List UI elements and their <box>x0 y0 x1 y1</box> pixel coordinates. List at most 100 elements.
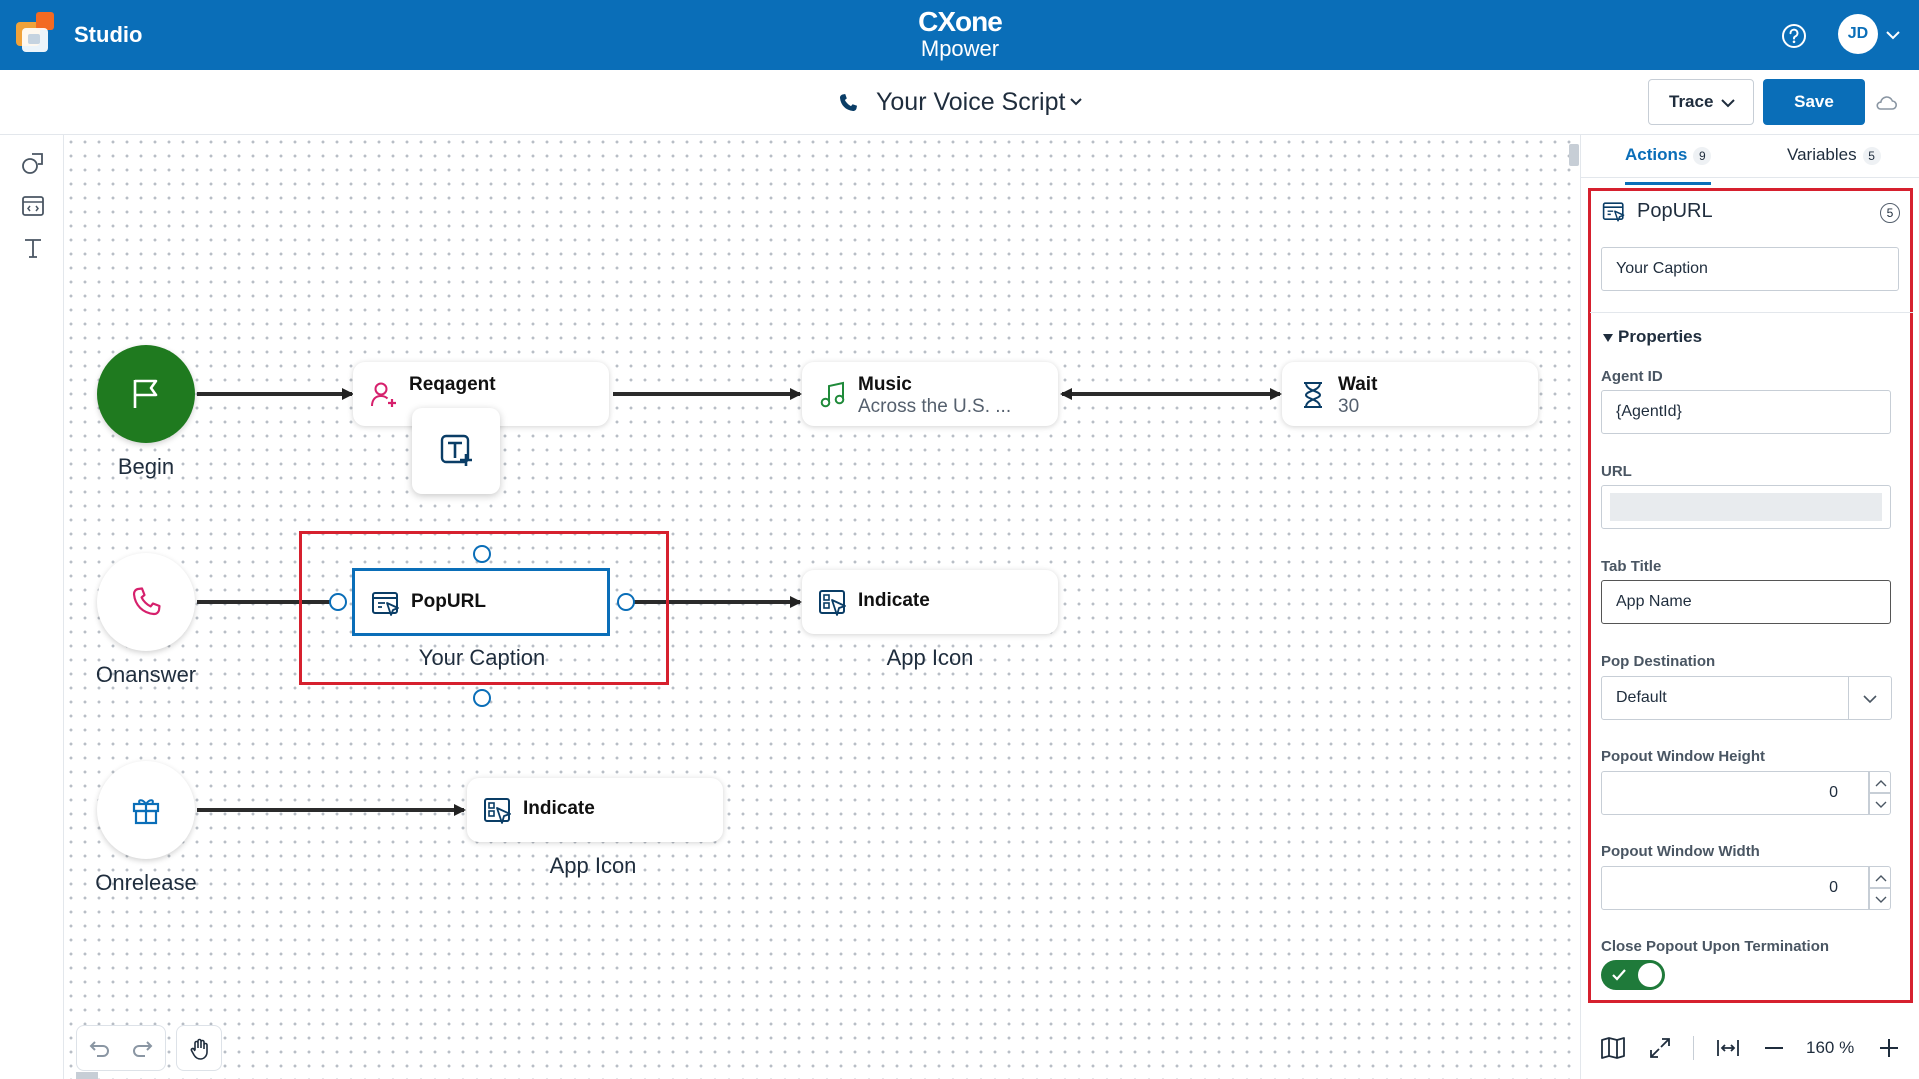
toolbar-divider <box>1693 1036 1694 1060</box>
caption-input[interactable]: Your Caption <box>1601 247 1899 291</box>
top-bar: Studio CXone Mpower JD <box>0 0 1919 70</box>
music-action[interactable]: Music Across the U.S. ... <box>802 362 1058 426</box>
trace-button[interactable]: Trace <box>1648 79 1754 125</box>
caret-down-icon <box>1603 333 1613 342</box>
indicate-caption: App Icon <box>886 645 974 670</box>
undo-redo-group <box>76 1025 166 1071</box>
decrement-button[interactable] <box>1869 888 1891 910</box>
logo-line-2: Mpower <box>920 36 1000 61</box>
redo-icon[interactable] <box>131 1038 155 1060</box>
cxone-mpower-logo: CXone Mpower <box>912 6 1008 64</box>
script-title[interactable]: Your Voice Script <box>876 88 1066 116</box>
popout-height-label: Popout Window Height <box>1601 748 1765 765</box>
save-button[interactable]: Save <box>1763 79 1865 125</box>
onanswer-label: Onanswer <box>95 662 197 687</box>
onrelease-node[interactable] <box>97 761 195 859</box>
tabs-divider <box>1581 177 1919 178</box>
begin-node[interactable] <box>97 345 195 443</box>
tab-title-input[interactable]: App Name <box>1601 580 1891 624</box>
music-subtitle: Across the U.S. ... <box>858 396 1012 417</box>
add-text-button[interactable] <box>412 408 500 494</box>
toggle-knob <box>1638 963 1662 987</box>
popout-width-input[interactable]: 0 <box>1601 866 1869 910</box>
wait-action[interactable]: Wait 30 <box>1282 362 1538 426</box>
shapes-icon[interactable] <box>20 151 46 177</box>
chevron-down-icon <box>1875 896 1887 903</box>
popurl-action[interactable]: PopURL <box>352 568 610 636</box>
agent-id-input[interactable]: {AgentId} <box>1601 390 1891 434</box>
user-avatar[interactable]: JD <box>1838 14 1878 54</box>
pop-destination-dropdown[interactable] <box>1848 676 1892 720</box>
onrelease-label: Onrelease <box>95 870 197 895</box>
section-divider <box>1590 312 1913 313</box>
snippet-icon[interactable] <box>20 193 46 219</box>
zoom-level: 160 % <box>1806 1038 1855 1057</box>
onanswer-node[interactable] <box>97 553 195 651</box>
left-toolbar <box>0 135 64 1079</box>
wait-name: Wait <box>1338 374 1378 395</box>
chevron-down-icon <box>1875 801 1887 808</box>
pan-hand-button[interactable] <box>176 1025 222 1071</box>
trace-button-label: Trace <box>1669 92 1714 111</box>
indicate-caption: App Icon <box>549 853 637 878</box>
logo-line-1: CXone <box>918 6 1003 37</box>
zoom-out-icon[interactable] <box>1761 1035 1787 1061</box>
text-tool-icon[interactable] <box>20 235 46 261</box>
action-title: PopURL <box>1637 200 1713 222</box>
properties-highlight <box>1588 188 1913 1003</box>
popurl-port-left[interactable] <box>329 593 347 611</box>
tab-title-label: Tab Title <box>1601 558 1662 575</box>
canvas-scrollbar[interactable] <box>1569 144 1579 166</box>
undo-icon[interactable] <box>87 1038 111 1060</box>
hand-icon <box>190 1038 208 1060</box>
studio-logo-icon <box>16 12 54 52</box>
phone-icon <box>839 94 857 112</box>
decrement-button[interactable] <box>1869 793 1891 815</box>
popurl-port-top[interactable] <box>473 545 491 563</box>
tab-actions-label: Actions <box>1625 145 1688 164</box>
horizontal-scrollbar[interactable] <box>76 1072 98 1079</box>
indicate-action[interactable]: Indicate <box>802 570 1058 634</box>
pop-destination-select[interactable]: Default <box>1601 676 1849 720</box>
properties-toggle[interactable]: Properties <box>1602 327 1702 347</box>
popurl-caption: Your Caption <box>418 645 546 670</box>
chevron-down-icon[interactable] <box>1884 26 1902 44</box>
popout-width-stepper <box>1869 866 1891 910</box>
map-icon[interactable] <box>1600 1035 1626 1061</box>
flag-icon <box>133 379 158 408</box>
popout-height-input[interactable]: 0 <box>1601 771 1869 815</box>
checkmark-icon <box>1612 969 1626 981</box>
help-icon[interactable] <box>1780 22 1808 50</box>
popout-height-stepper <box>1869 771 1891 815</box>
close-popout-label: Close Popout Upon Termination <box>1601 938 1830 955</box>
fit-width-icon[interactable] <box>1715 1035 1741 1061</box>
pop-destination-label: Pop Destination <box>1601 653 1716 670</box>
expand-icon[interactable] <box>1647 1035 1673 1061</box>
popurl-icon <box>372 592 399 616</box>
gift-icon <box>132 799 160 825</box>
agent-id-label: Agent ID <box>1601 368 1663 385</box>
properties-label: Properties <box>1618 327 1703 346</box>
popout-width-label: Popout Window Width <box>1601 843 1760 860</box>
popurl-icon <box>1602 202 1625 222</box>
cloud-icon <box>1876 96 1897 110</box>
add-text-icon <box>440 434 472 466</box>
indicate-action[interactable]: Indicate <box>467 778 723 842</box>
music-name: Music <box>858 374 912 395</box>
chevron-down-icon[interactable] <box>1066 92 1086 112</box>
reqagent-name: Reqagent <box>409 374 496 395</box>
url-input[interactable] <box>1601 485 1891 529</box>
zoom-in-icon[interactable] <box>1876 1035 1902 1061</box>
popurl-port-right[interactable] <box>617 593 635 611</box>
increment-button[interactable] <box>1869 866 1891 888</box>
music-note-icon <box>820 381 845 408</box>
close-popout-toggle[interactable] <box>1601 960 1665 990</box>
chevron-up-icon <box>1875 780 1887 787</box>
popurl-port-bottom[interactable] <box>473 689 491 707</box>
indicate-name: Indicate <box>523 798 595 819</box>
increment-button[interactable] <box>1869 771 1891 793</box>
request-agent-icon <box>371 382 396 407</box>
